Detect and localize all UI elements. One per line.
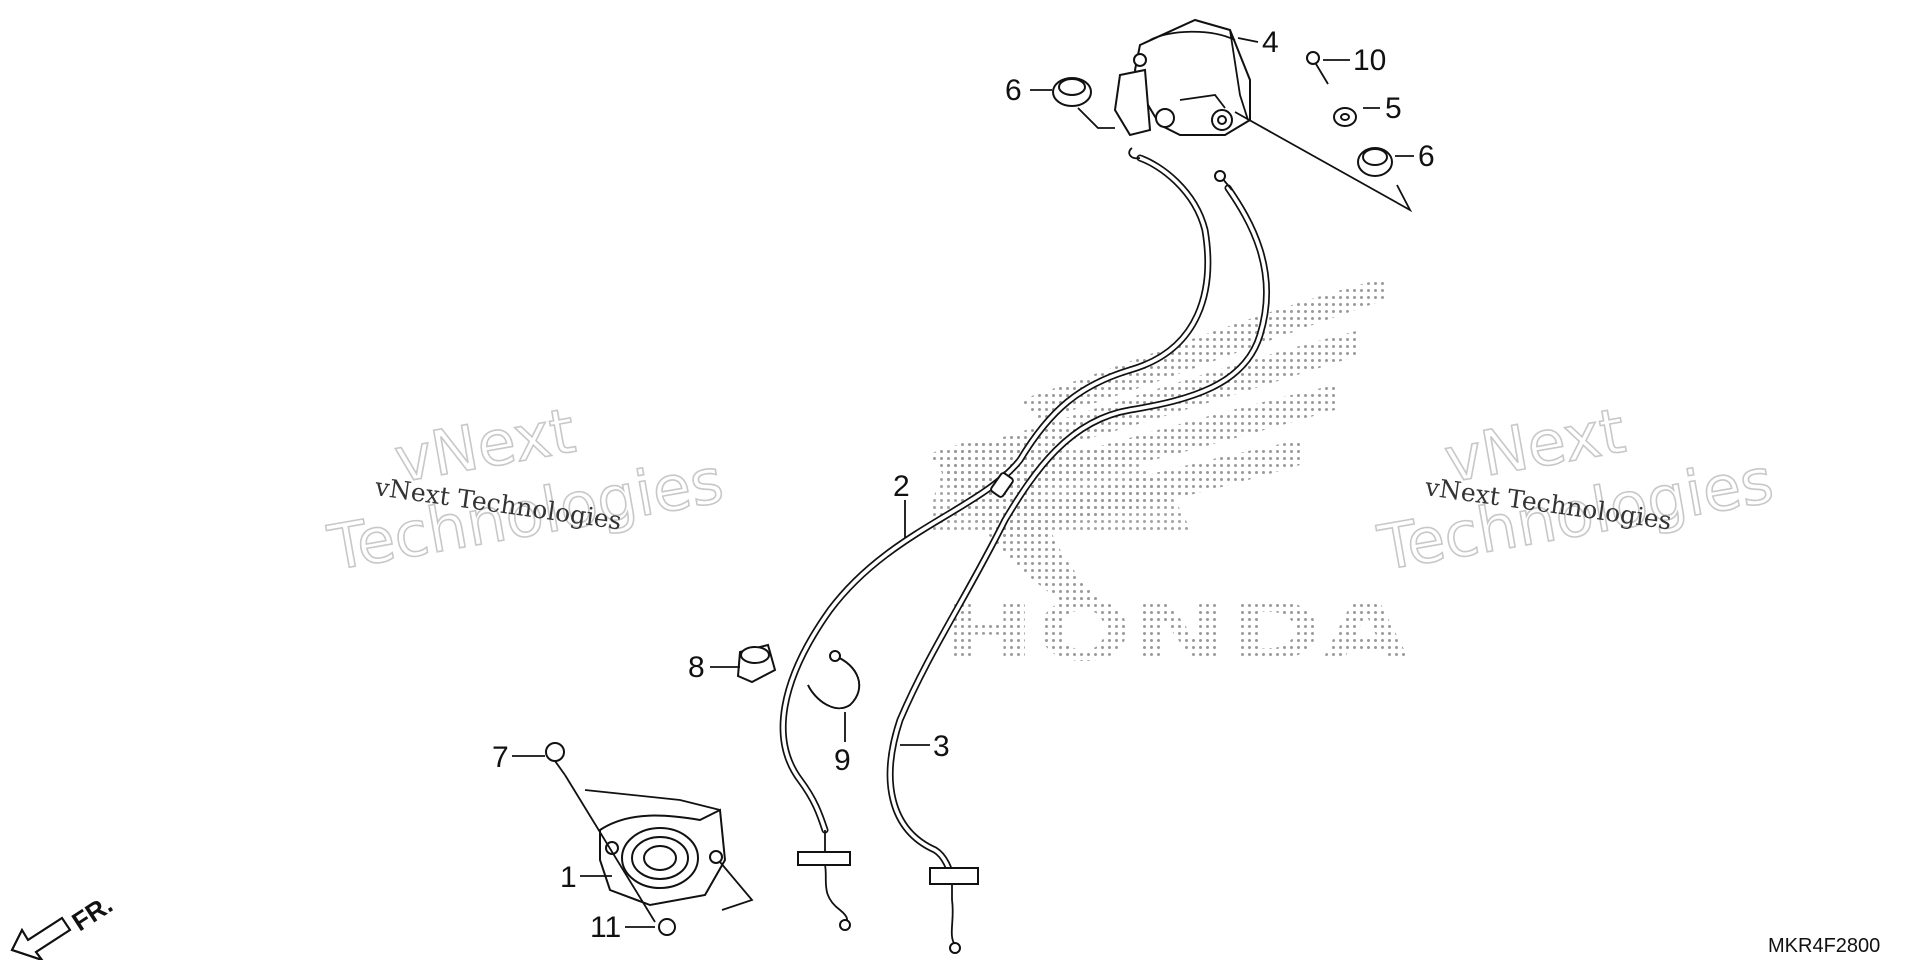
callout-2: 2 xyxy=(893,470,910,503)
honda-logo-text: HONDA xyxy=(940,585,1411,680)
stay-bracket xyxy=(584,789,754,911)
grommet-upper-left xyxy=(1052,77,1092,107)
diagram-code: MKR4F2800 xyxy=(1768,935,1880,957)
callout-11: 11 xyxy=(590,911,621,944)
washer xyxy=(1333,107,1357,127)
cable-clamp xyxy=(807,650,861,710)
callout-9: 9 xyxy=(834,744,851,777)
callout-8: 8 xyxy=(688,651,705,684)
callout-7: 7 xyxy=(492,741,509,774)
cable-3 xyxy=(886,170,1271,954)
callout-10: 10 xyxy=(1353,44,1386,77)
bolt-7 xyxy=(545,742,566,776)
front-direction-arrow: FR. xyxy=(10,889,118,960)
watermark-left: vNext Technologies xyxy=(322,393,729,586)
callout-1: 1 xyxy=(560,861,577,894)
callout-3: 3 xyxy=(933,730,950,763)
nut-11 xyxy=(658,918,676,936)
callout-4: 4 xyxy=(1262,26,1279,59)
cable-2 xyxy=(779,147,1212,931)
actuator-unit xyxy=(1113,18,1251,137)
callout-5: 5 xyxy=(1385,92,1402,125)
watermark-right: vNext Technologies xyxy=(1372,393,1779,586)
grommet-8 xyxy=(736,643,777,684)
callout-6: 6 xyxy=(1005,74,1022,107)
leader-lines xyxy=(512,37,1414,928)
bolt-10 xyxy=(1306,51,1329,85)
grommet-right xyxy=(1357,147,1393,177)
callout-6: 6 xyxy=(1418,140,1435,173)
front-direction-label: FR. xyxy=(66,889,117,937)
honda-wing-logo: HONDA xyxy=(930,278,1411,680)
